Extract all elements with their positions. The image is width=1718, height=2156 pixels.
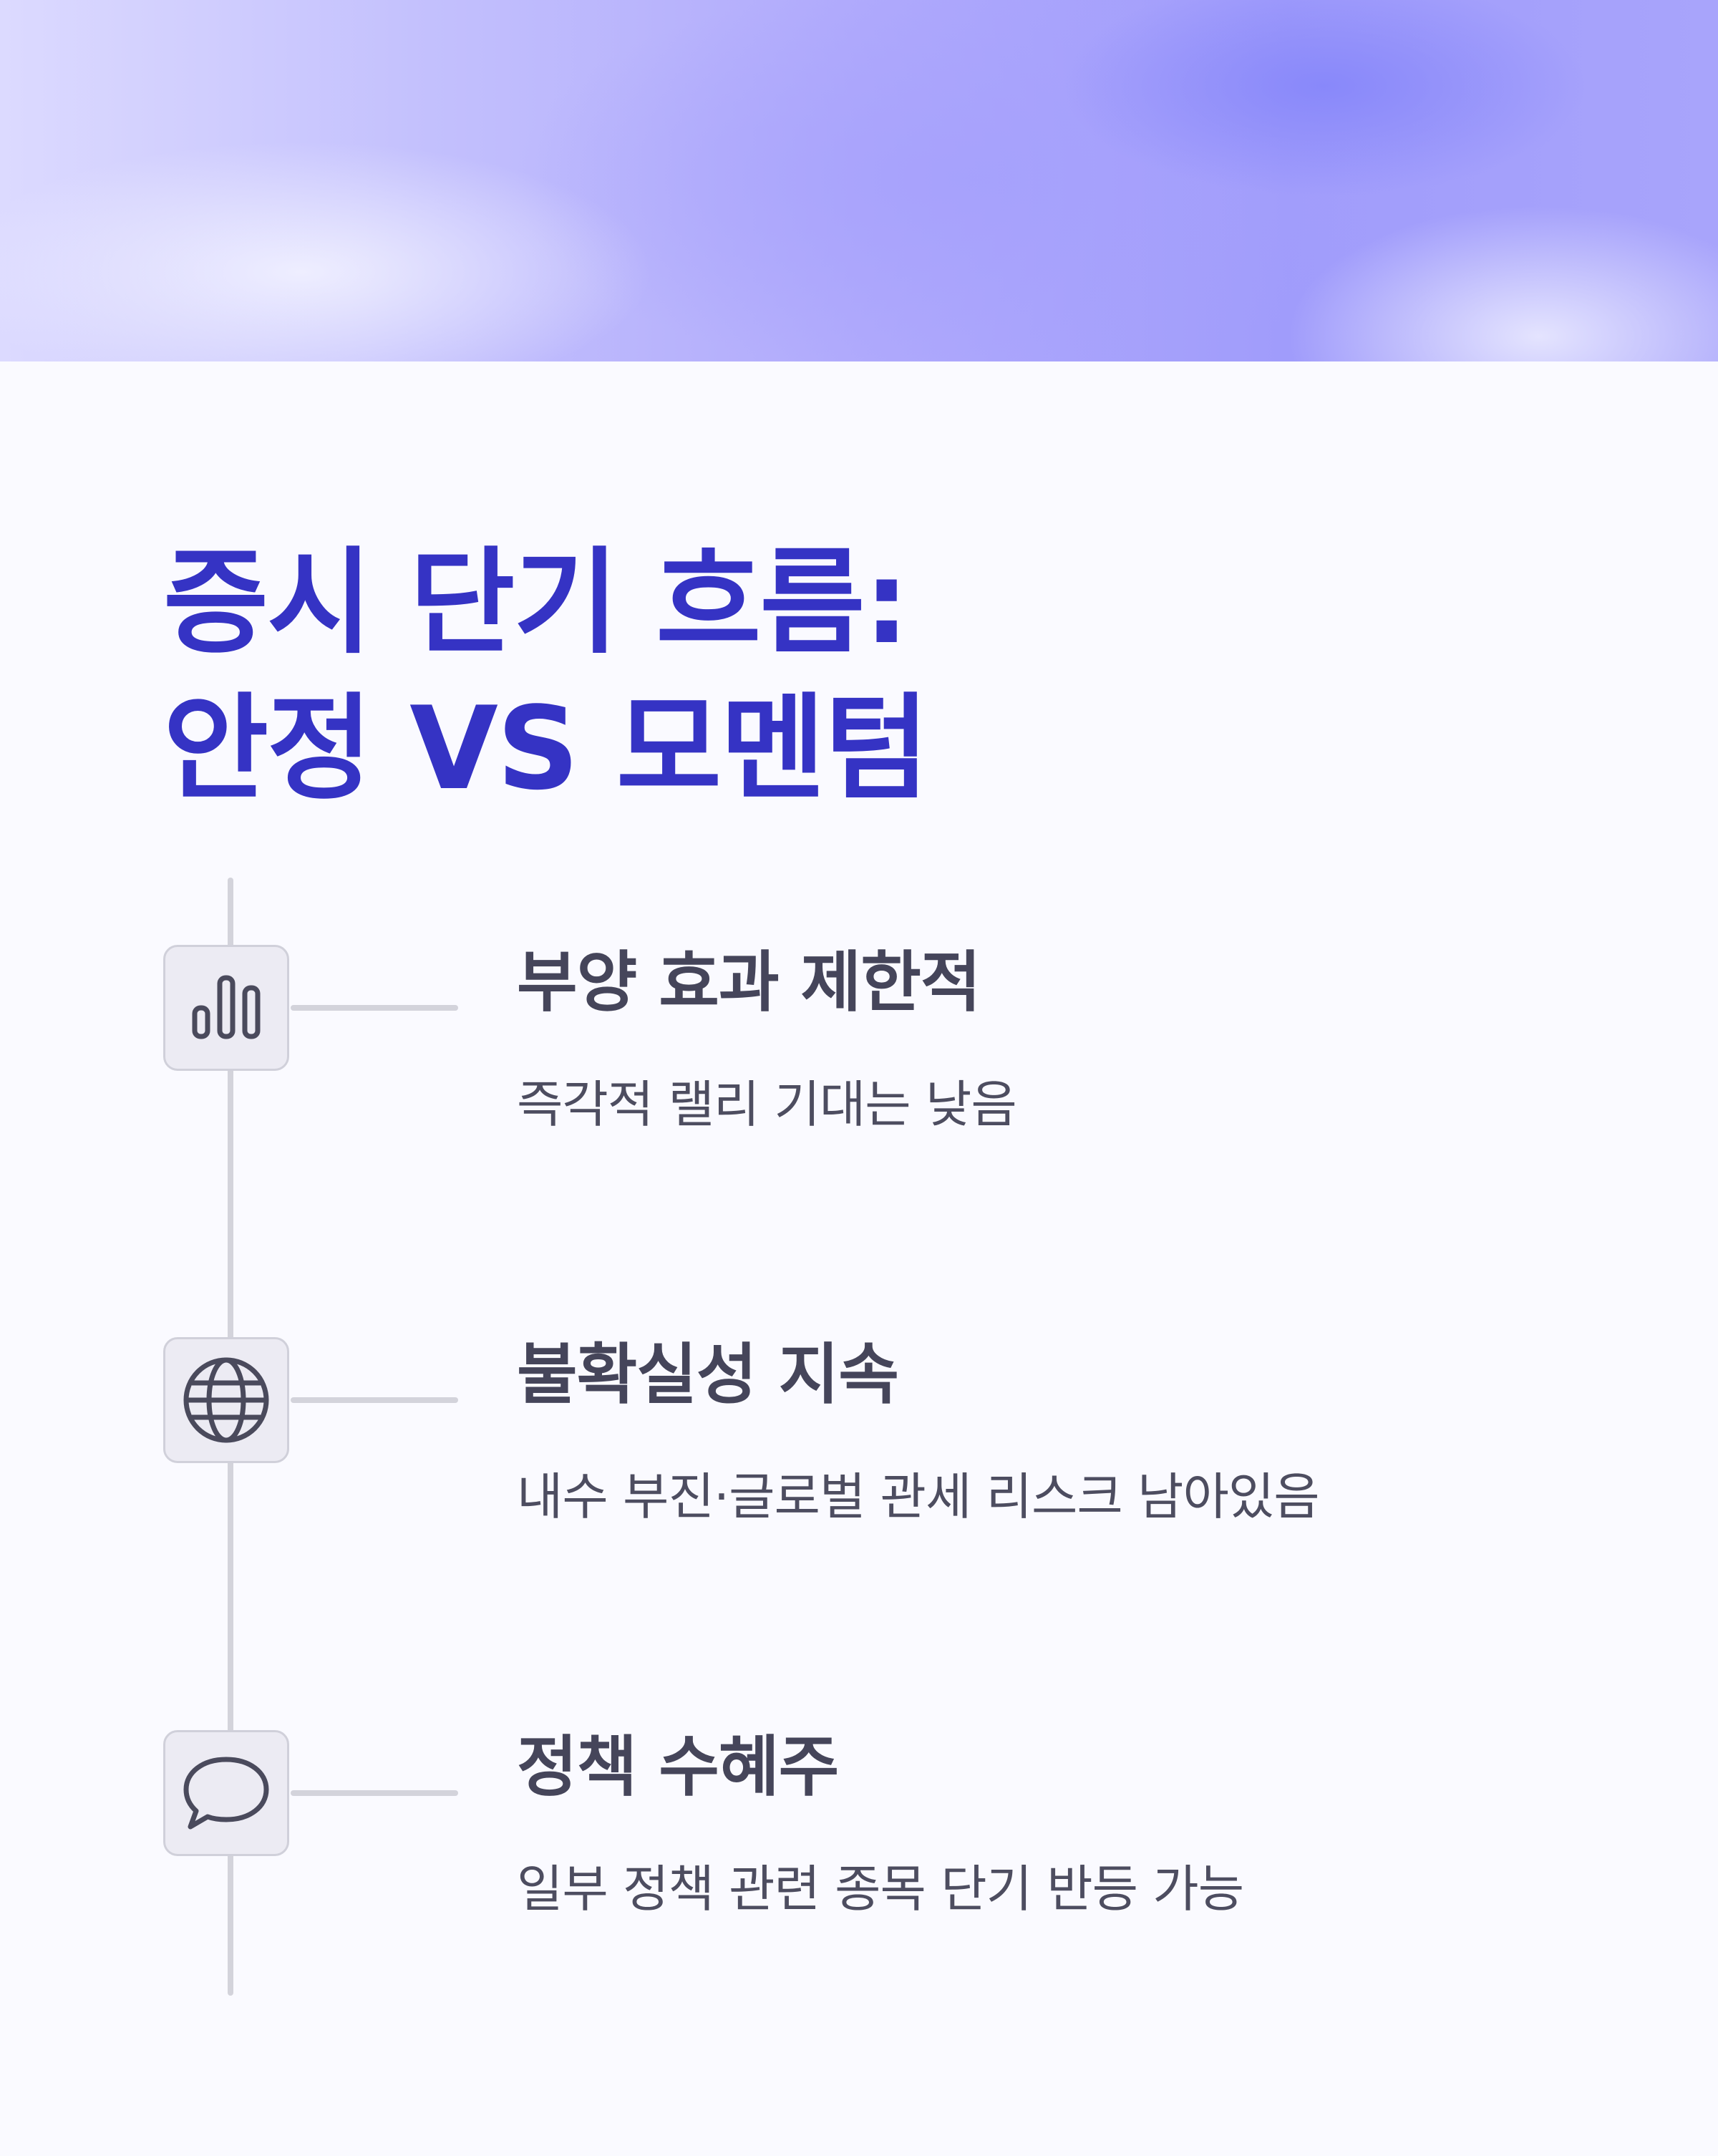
timeline-connector-1 xyxy=(291,1005,458,1011)
globe-icon xyxy=(163,1337,289,1463)
bar-chart-icon xyxy=(163,945,289,1071)
item-2-title: 불확실성 지속 xyxy=(517,1336,899,1413)
page-title-line-1: 증시 단기 흐름: xyxy=(163,535,910,669)
page-title-line-2: 안정 VS 모멘텀 xyxy=(163,681,929,815)
page-title: 증시 단기 흐름: 안정 VS 모멘텀 xyxy=(163,530,929,822)
item-3-title: 정책 수혜주 xyxy=(517,1729,839,1805)
hero-gradient-banner xyxy=(0,0,1718,361)
item-1-description: 즉각적 랠리 기대는 낮음 xyxy=(517,1075,1017,1134)
timeline-connector-3 xyxy=(291,1790,458,1796)
item-1-title: 부양 효과 제한적 xyxy=(517,944,981,1021)
item-2-description: 내수 부진·글로벌 관세 리스크 남아있음 xyxy=(517,1467,1320,1526)
item-3-description: 일부 정책 관련 종목 단기 반등 가능 xyxy=(517,1860,1244,1918)
timeline-connector-2 xyxy=(291,1397,458,1403)
speech-bubble-icon xyxy=(163,1730,289,1856)
